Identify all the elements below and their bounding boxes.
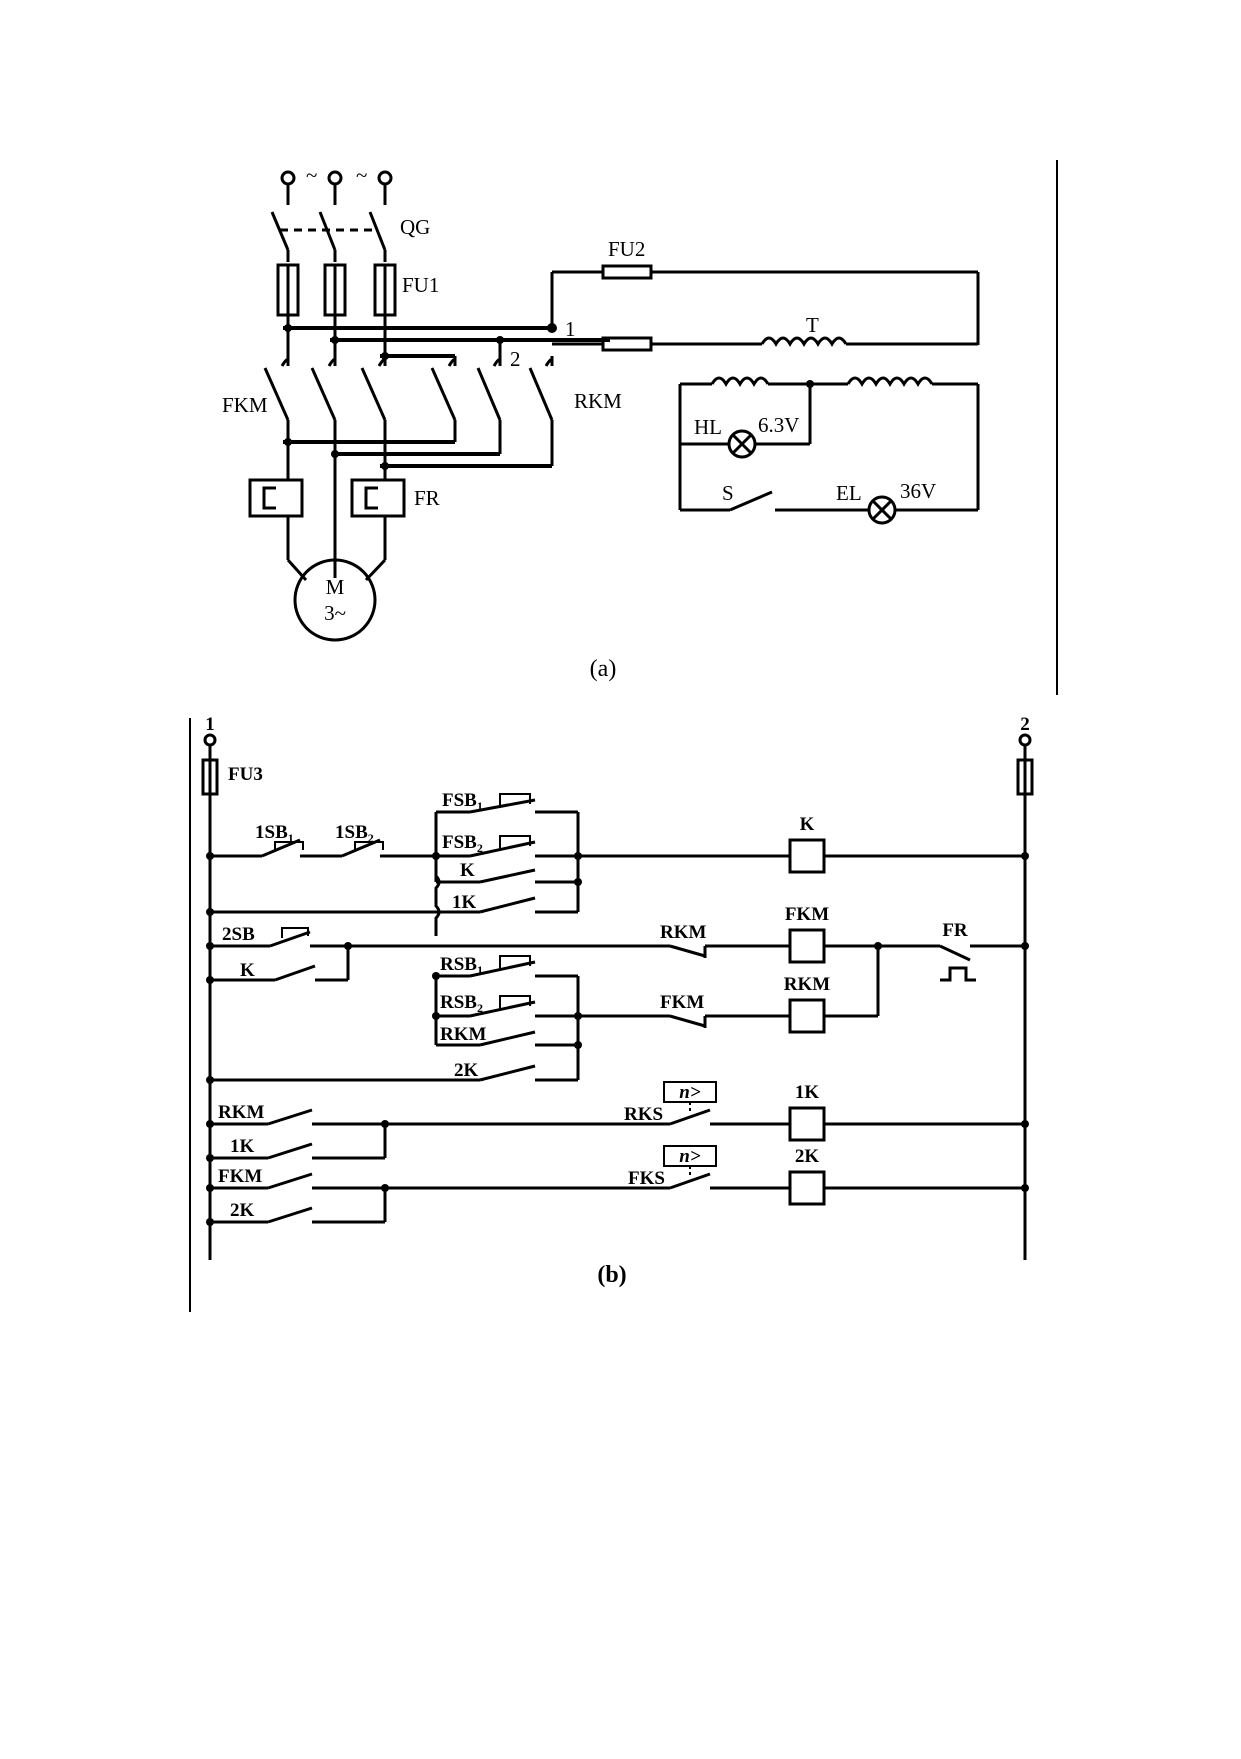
s-switch [729,490,773,512]
fks-label: FKS [628,1168,665,1189]
fu2-fuse [601,264,653,280]
qg-label: QG [400,215,430,239]
el-label: EL [836,481,862,505]
rkm-contacts [385,340,554,466]
sb1-2-label: 1SB2 [335,822,374,845]
2k-contact-label: 2K [454,1060,479,1081]
fu1-label: FU1 [402,273,439,297]
transformer-primary-winding [760,336,848,347]
row6-2k-label: 2K [230,1200,255,1221]
fkm-contacts [263,350,387,480]
figure-a: ~ ~ QG FU1 [222,160,1058,695]
rkm-label: RKM [574,389,622,413]
tilde-label-1: ~ [306,163,317,187]
node-2-label: 2 [510,347,521,371]
fr-label: FR [414,486,440,510]
k-contact-label: K [460,860,475,881]
sb1-1-label: 1SB1 [255,822,294,845]
figure-b: 1 FU3 2 1SB1 1SB2 FSB1 FSB2 [189,714,1034,1312]
junction-dots [206,852,1029,1226]
1k-coil [788,1106,826,1142]
tilde-label-2: ~ [356,163,367,187]
supply-terminals [280,170,393,205]
1k-contact-label: 1K [452,892,477,913]
k-coil [788,838,826,874]
2k-coil-label: 2K [795,1146,820,1167]
fkm-label: FKM [222,393,268,417]
rsb1-label: RSB1 [440,954,483,977]
qg-switch [270,211,387,262]
fkm-nc-label: FKM [660,992,704,1013]
figure-b-caption: (b) [597,1262,626,1288]
rkm-coil [788,998,826,1034]
rail-2-terminal [1018,733,1032,747]
row5-1k-label: 1K [230,1136,255,1157]
k-coil-label: K [800,814,815,835]
row5-rkm-label: RKM [218,1102,265,1123]
fks-speed-label: n> [679,1146,701,1167]
motor-label: M [326,575,345,599]
fr-thermal-relays [248,478,406,578]
k-hold-label: K [240,960,255,981]
node-1-label: 1 [565,317,576,341]
node-1-label-b: 1 [205,714,215,735]
fkm-coil [788,928,826,964]
transformer-label: T [806,313,819,337]
transformer-secondary-winding-2 [846,376,934,387]
el-voltage-label: 36V [900,479,936,503]
motor-phase-label: 3~ [324,601,346,625]
figure-a-caption: (a) [590,656,617,682]
fsb2-label: FSB2 [442,832,483,855]
fsb1-label: FSB1 [442,790,483,813]
rkm-contact-label: RKM [440,1024,487,1045]
fr-contact-label: FR [942,920,968,941]
hl-label: HL [694,415,722,439]
2k-coil [788,1170,826,1206]
rsb2-label: RSB2 [440,992,483,1015]
crossover-wire [434,860,441,936]
transformer-secondary-winding-1 [710,376,770,387]
hl-voltage-label: 6.3V [758,413,799,437]
fu1-fuses [276,263,397,350]
s-label: S [722,481,734,505]
rks-label: RKS [624,1104,663,1125]
motor [293,558,377,642]
transformer-fuse [601,336,653,352]
fu3-label: FU3 [228,764,263,785]
rail-1-terminal [203,733,217,747]
rkm-coil-label: RKM [784,974,831,995]
row6-fkm-label: FKM [218,1166,262,1187]
node-2-label-b: 2 [1020,714,1030,735]
2sb-label: 2SB [222,924,255,945]
fkm-coil-label: FKM [785,904,829,925]
rkm-nc-label: RKM [660,922,707,943]
1k-coil-label: 1K [795,1082,820,1103]
fu2-label: FU2 [608,237,645,261]
rks-speed-label: n> [679,1082,701,1103]
